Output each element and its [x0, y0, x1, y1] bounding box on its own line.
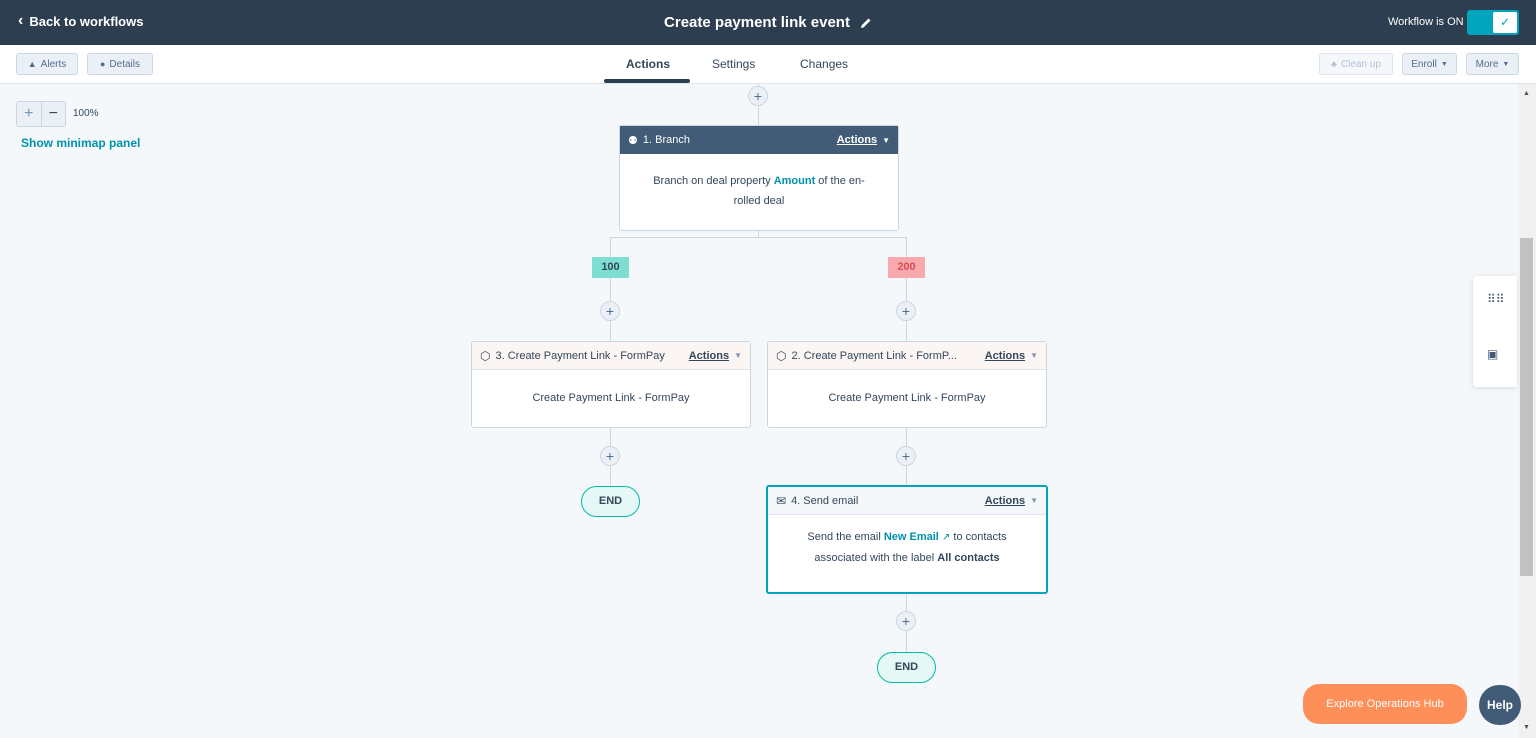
- actions-dropdown[interactable]: Actions: [688, 349, 730, 362]
- zoom-in-button[interactable]: +: [24, 105, 34, 122]
- scroll-down-icon[interactable]: ▼: [1523, 724, 1530, 731]
- enroll-label: Enroll: [1411, 58, 1437, 70]
- end-node: END: [581, 486, 640, 517]
- card-header: ✉ 4. Send email Actions ▼: [768, 487, 1046, 515]
- alerts-button[interactable]: ▲ Alerts: [16, 53, 78, 75]
- grid-icon[interactable]: ⠿⠿: [1487, 292, 1505, 306]
- cube-icon: ⬡: [480, 348, 491, 363]
- warning-icon: ▲: [27, 59, 37, 69]
- cleanup-icon: ♣: [1331, 59, 1337, 69]
- details-button[interactable]: ● Details: [87, 53, 153, 75]
- card-body: Branch on deal property Amount of the en…: [620, 154, 898, 211]
- connector-line: [906, 237, 907, 341]
- add-action-button[interactable]: +: [600, 301, 620, 321]
- connector-line: [610, 237, 611, 341]
- card-header: ⬡ 2. Create Payment Link - FormP... Acti…: [768, 342, 1046, 370]
- card-header: ⚉ 1. Branch Actions ▼: [620, 126, 898, 154]
- card-title: 3. Create Payment Link - FormPay: [495, 349, 665, 362]
- tab-settings[interactable]: Settings: [712, 57, 756, 71]
- details-label: Details: [109, 58, 140, 70]
- vertical-scrollbar[interactable]: ▲ ▼: [1518, 84, 1536, 738]
- branch-label-100[interactable]: 100: [592, 257, 629, 278]
- actions-dropdown[interactable]: Actions: [984, 494, 1026, 507]
- new-email-link[interactable]: New Email: [883, 531, 939, 543]
- top-bar: ‹ Back to workflows Create payment link …: [0, 0, 1536, 45]
- info-icon: ●: [99, 59, 106, 69]
- card-body: Send the email New Email ↗ to contacts a…: [768, 515, 1046, 568]
- show-minimap-link[interactable]: Show minimap panel: [21, 136, 141, 150]
- caret-down-icon: ▼: [1502, 60, 1510, 68]
- add-action-button[interactable]: +: [896, 301, 916, 321]
- connector-line: [758, 231, 759, 238]
- workflow-on-toggle[interactable]: ✓: [1467, 10, 1519, 35]
- title-container: Create payment link event: [0, 14, 1536, 31]
- body-text: to contacts associated with the label: [814, 531, 1007, 564]
- action-card-send-email[interactable]: ✉ 4. Send email Actions ▼ Send the email…: [766, 485, 1048, 594]
- caret-down-icon: ▼: [882, 135, 890, 145]
- caret-down-icon: ▼: [1440, 60, 1448, 68]
- add-action-button[interactable]: +: [600, 446, 620, 466]
- more-button[interactable]: More ▼: [1466, 53, 1519, 75]
- card-title: 2. Create Payment Link - FormP...: [791, 349, 957, 362]
- comment-icon[interactable]: ▣: [1487, 347, 1499, 361]
- cube-icon: ⬡: [776, 348, 787, 363]
- caret-down-icon: ▼: [1030, 496, 1038, 505]
- body-text: Branch on deal property: [653, 175, 774, 187]
- cleanup-label: Clean up: [1340, 58, 1381, 70]
- enroll-button[interactable]: Enroll ▼: [1402, 53, 1457, 75]
- external-link-icon[interactable]: ↗: [941, 532, 951, 543]
- zoom-controls: + −: [16, 101, 66, 127]
- add-action-button[interactable]: +: [748, 86, 768, 106]
- action-card-create-payment-link-2[interactable]: ⬡ 2. Create Payment Link - FormP... Acti…: [767, 341, 1047, 428]
- back-to-workflows-link[interactable]: ‹ Back to workflows: [18, 13, 143, 29]
- workflow-title[interactable]: Create payment link event: [664, 14, 872, 31]
- chevron-left-icon: ‹: [18, 12, 24, 29]
- sub-toolbar: ▲ Alerts ● Details Actions Settings Chan…: [0, 45, 1536, 84]
- actions-dropdown[interactable]: Actions: [836, 134, 878, 146]
- caret-down-icon: ▼: [734, 351, 742, 360]
- side-tools-panel: ⠿⠿ ▣: [1473, 276, 1517, 387]
- checkmark-icon: ✓: [1493, 12, 1517, 33]
- body-text: of the en-rolled deal: [733, 175, 865, 207]
- workflow-status-label: Workflow is ON: [1388, 16, 1464, 28]
- connector-line: [610, 237, 907, 238]
- more-label: More: [1475, 58, 1499, 70]
- branch-label-200[interactable]: 200: [888, 257, 925, 278]
- card-body: Create Payment Link - FormPay: [532, 392, 690, 404]
- zoom-level: 100%: [73, 108, 99, 119]
- end-node: END: [877, 652, 936, 683]
- actions-dropdown[interactable]: Actions: [984, 349, 1026, 362]
- alerts-label: Alerts: [40, 58, 67, 70]
- branch-card[interactable]: ⚉ 1. Branch Actions ▼ Branch on deal pro…: [619, 125, 899, 231]
- workflow-title-text: Create payment link event: [664, 14, 850, 31]
- envelope-icon: ✉: [776, 493, 787, 508]
- card-body: Create Payment Link - FormPay: [828, 392, 986, 404]
- amount-property-link[interactable]: Amount: [773, 175, 816, 187]
- help-button[interactable]: Help: [1479, 685, 1521, 725]
- scroll-up-icon[interactable]: ▲: [1523, 90, 1530, 97]
- back-label: Back to workflows: [29, 13, 144, 29]
- caret-down-icon: ▼: [1030, 351, 1038, 360]
- clean-up-button[interactable]: ♣ Clean up: [1319, 53, 1393, 75]
- add-action-button[interactable]: +: [896, 446, 916, 466]
- scrollbar-thumb[interactable]: [1520, 238, 1533, 576]
- card-title: 1. Branch: [642, 134, 690, 146]
- label-value: All contacts: [937, 552, 1000, 564]
- card-title: 4. Send email: [791, 494, 859, 507]
- explore-operations-hub-button[interactable]: Explore Operations Hub: [1303, 684, 1467, 724]
- zoom-out-button[interactable]: −: [40, 102, 66, 126]
- tab-changes[interactable]: Changes: [800, 57, 849, 71]
- tab-actions[interactable]: Actions: [626, 57, 671, 71]
- card-header: ⬡ 3. Create Payment Link - FormPay Actio…: [472, 342, 750, 370]
- active-tab-indicator: [604, 79, 690, 83]
- pencil-icon[interactable]: [860, 17, 872, 29]
- action-card-create-payment-link-3[interactable]: ⬡ 3. Create Payment Link - FormPay Actio…: [471, 341, 751, 428]
- branch-icon: ⚉: [628, 134, 638, 147]
- add-action-button[interactable]: +: [896, 611, 916, 631]
- body-text: Send the email: [807, 531, 884, 543]
